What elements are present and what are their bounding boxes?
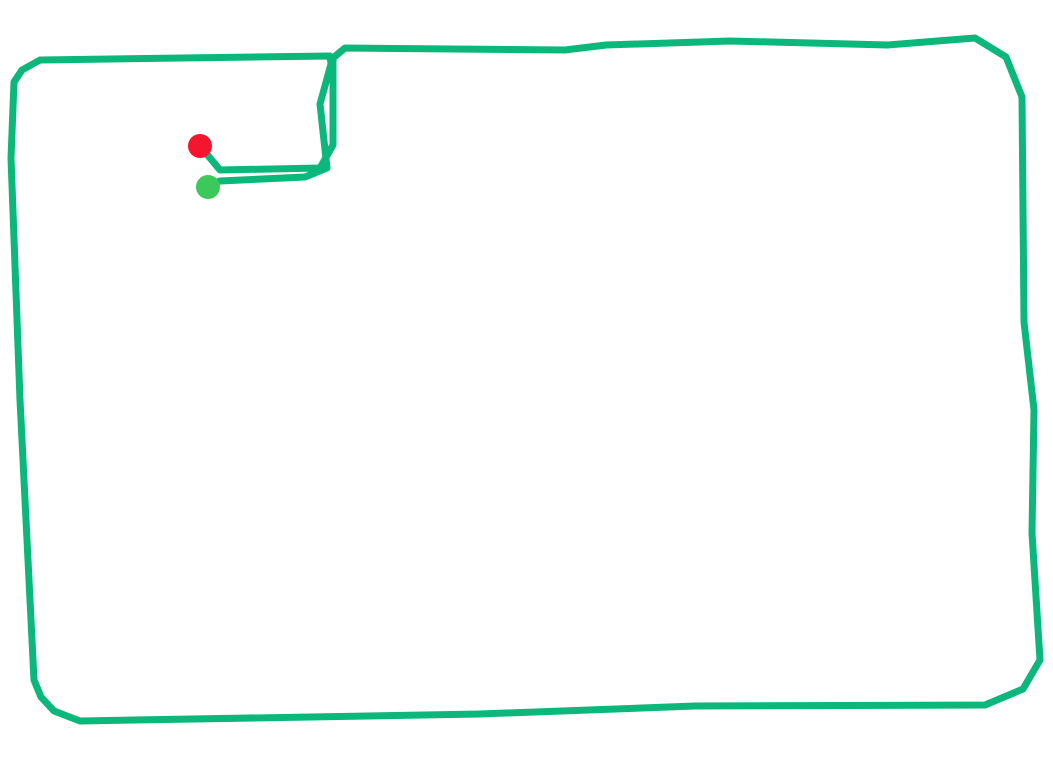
end-dot-icon[interactable] [188, 134, 212, 158]
route-line [7, 34, 1044, 725]
start-dot-icon[interactable] [196, 175, 220, 199]
